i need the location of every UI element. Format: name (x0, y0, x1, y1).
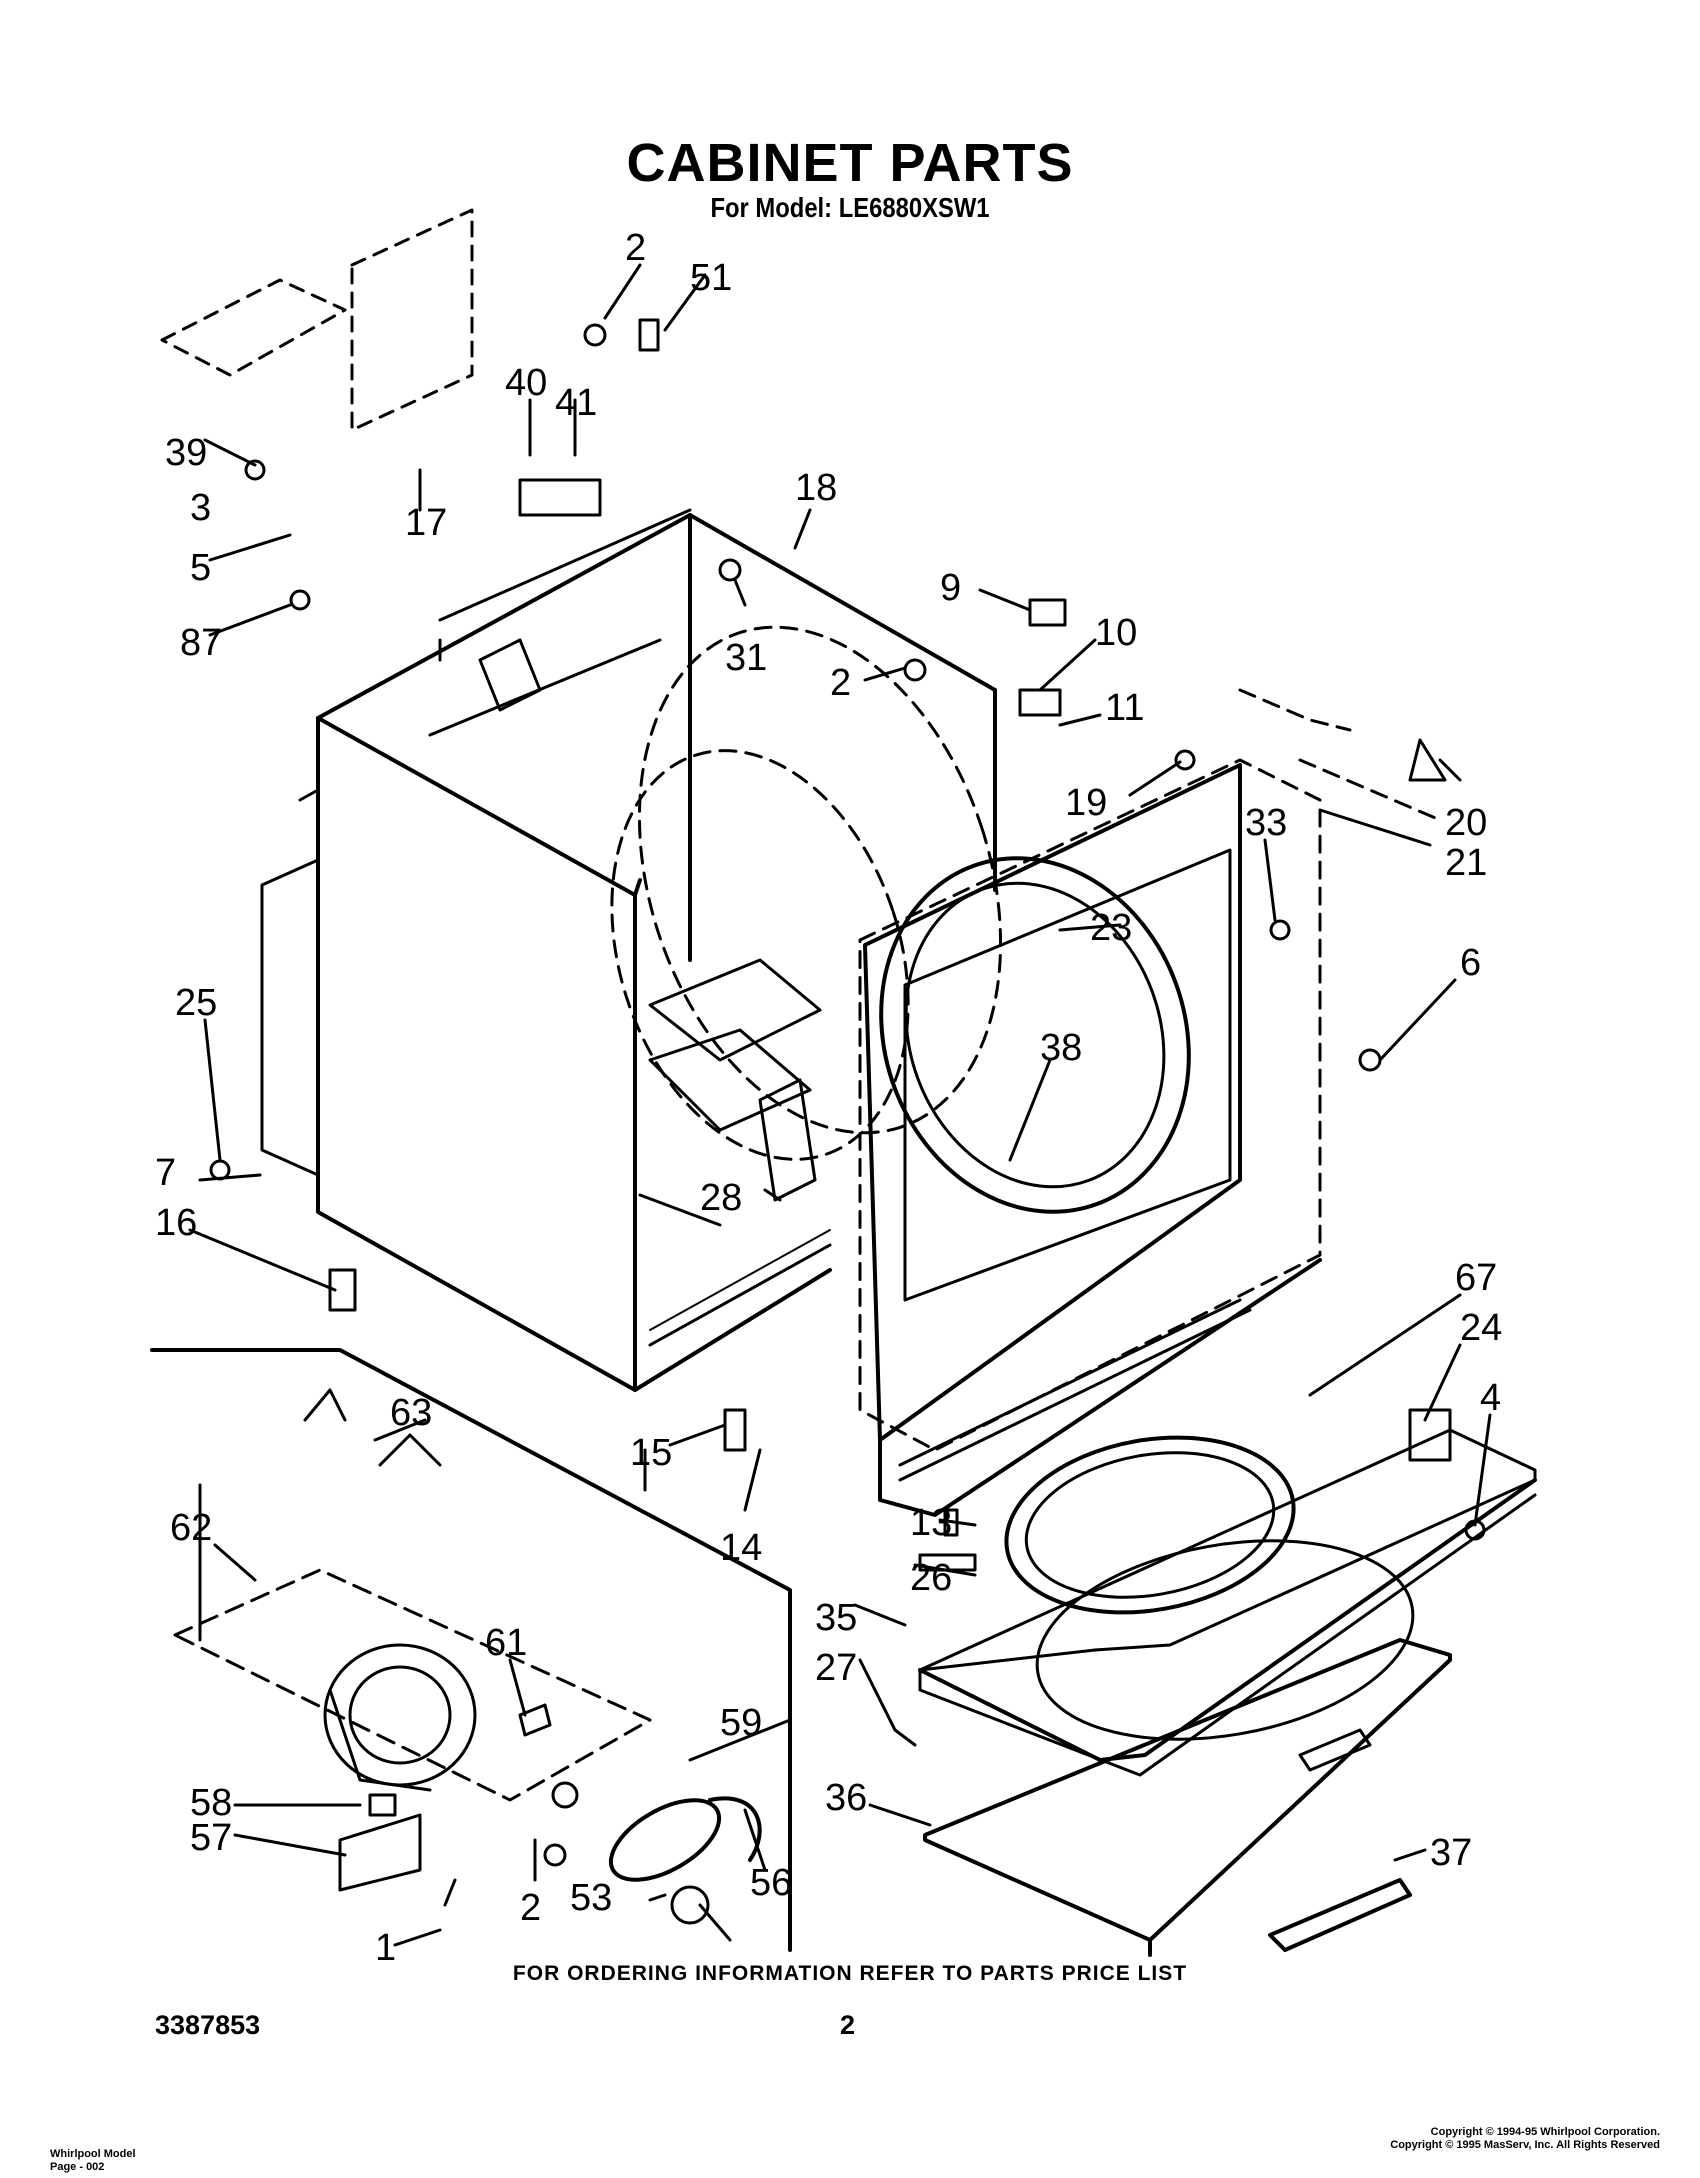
callout-16: 16 (155, 1202, 197, 1244)
callout-2b: 2 (830, 662, 851, 704)
callout-87: 87 (180, 622, 222, 664)
copyright-line-1: Copyright © 1994-95 Whirlpool Corporatio… (1430, 2126, 1660, 2138)
terminal-block-box (160, 208, 474, 432)
top-bracket-box (1238, 688, 1442, 822)
motor-enclosure (173, 1568, 652, 1802)
callout-56: 56 (750, 1862, 792, 1904)
callout-19: 19 (1065, 782, 1107, 824)
callout-6: 6 (1460, 942, 1481, 984)
callout-41: 41 (555, 382, 597, 424)
hardware-icons (209, 318, 1486, 1942)
callout-51: 51 (690, 257, 732, 299)
callout-15: 15 (630, 1432, 672, 1474)
footer-model-label: Whirlpool Model (50, 2148, 136, 2160)
callout-2c: 2 (520, 1887, 541, 1929)
callout-39: 39 (165, 432, 207, 474)
door-assembly (918, 1428, 1537, 1957)
callout-13: 13 (910, 1502, 952, 1544)
ordering-info-note: FOR ORDERING INFORMATION REFER TO PARTS … (512, 1962, 1188, 1985)
callout-31: 31 (725, 637, 767, 679)
callout-7: 7 (155, 1152, 176, 1194)
callout-18: 18 (795, 467, 837, 509)
callout-14: 14 (720, 1527, 762, 1569)
callout-11: 11 (1105, 687, 1144, 729)
drum-outline (610, 625, 1003, 1161)
leader-lines (188, 263, 1492, 1947)
callout-53: 53 (570, 1877, 612, 1919)
callout-28: 28 (700, 1177, 742, 1219)
callout-38: 38 (1040, 1027, 1082, 1069)
callout-57: 57 (190, 1817, 232, 1859)
bulkhead-parts (638, 958, 822, 1227)
callout-1: 1 (375, 1927, 396, 1969)
callout-labels: 2 51 39 40 41 3 17 5 87 18 31 9 2 10 11 … (155, 227, 1502, 1969)
callout-33: 33 (1245, 802, 1287, 844)
footer-page-label: Page - 002 (50, 2161, 105, 2173)
belts (608, 1796, 762, 1882)
callout-27: 27 (815, 1647, 857, 1689)
callout-9: 9 (940, 567, 961, 609)
page-number: 2 (840, 2010, 856, 2040)
cabinet-body (260, 508, 997, 1392)
callout-58: 58 (190, 1782, 232, 1824)
callout-23: 23 (1090, 907, 1132, 949)
callout-10: 10 (1095, 612, 1137, 654)
callout-37: 37 (1430, 1832, 1472, 1874)
callout-24: 24 (1460, 1307, 1502, 1349)
callout-67: 67 (1455, 1257, 1497, 1299)
motor (323, 1643, 552, 1792)
callout-40: 40 (505, 362, 547, 404)
callout-61: 61 (485, 1622, 527, 1664)
callout-36: 36 (825, 1777, 867, 1819)
page-title: CABINET PARTS (626, 133, 1074, 193)
callout-35: 35 (815, 1597, 857, 1639)
callout-4: 4 (1480, 1377, 1501, 1419)
callout-5: 5 (190, 547, 211, 589)
callout-20: 20 (1445, 802, 1487, 844)
callout-62: 62 (170, 1507, 212, 1549)
callout-63: 63 (390, 1392, 432, 1434)
front-panel (858, 758, 1322, 1517)
copyright-line-2: Copyright © 1995 MasServ, Inc. All Right… (1390, 2139, 1660, 2151)
callout-2a: 2 (625, 227, 646, 269)
footer-model-info: Whirlpool Model Page - 002 (50, 2148, 136, 2174)
model-subtitle: For Model: LE6880XSW1 (710, 192, 990, 223)
document-number: 3387853 (155, 2010, 261, 2040)
copyright-block: Copyright © 1994-95 Whirlpool Corporatio… (1390, 2126, 1660, 2152)
callout-25: 25 (175, 982, 217, 1024)
callout-21: 21 (1445, 842, 1487, 884)
callout-59: 59 (720, 1702, 762, 1744)
callout-17: 17 (405, 502, 447, 544)
callout-26: 26 (910, 1557, 952, 1599)
callout-3: 3 (190, 487, 211, 529)
